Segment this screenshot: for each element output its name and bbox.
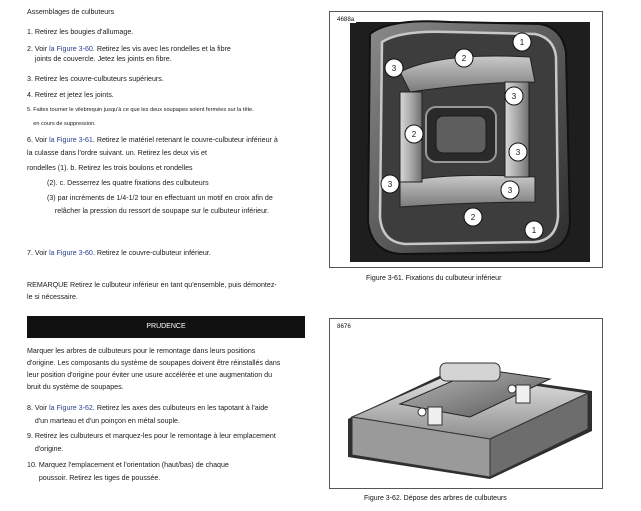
step-line: 5. Faites tourner le vilebrequin jusqu'à… bbox=[27, 107, 254, 113]
callout-label: 3 bbox=[512, 92, 517, 101]
step-line: 4. Retirez et jetez les joints. bbox=[27, 91, 114, 99]
rocker-cover-photo: 1 2 3 3 2 3 3 3 2 1 bbox=[350, 20, 590, 262]
step-line: 6. Voir la Figure 3-61. Retirez le matér… bbox=[27, 136, 278, 144]
caution-banner: PRUDENCE bbox=[27, 316, 305, 338]
figure-link[interactable]: la Figure 3-60 bbox=[49, 249, 93, 257]
figure-link[interactable]: la Figure 3-60 bbox=[49, 45, 93, 53]
callout-label: 3 bbox=[392, 64, 397, 73]
callout-label: 1 bbox=[520, 38, 525, 47]
callout-label: 2 bbox=[462, 54, 467, 63]
callout-label: 1 bbox=[532, 226, 537, 235]
figure-caption: Figure 3-61. Fixations du culbuteur infé… bbox=[366, 275, 502, 282]
step-line: 9. Retirez les culbuteurs et marquez-les… bbox=[27, 432, 276, 440]
step-line: (3) par incréments de 1/4-1/2 tour en ef… bbox=[47, 194, 273, 202]
figure-link[interactable]: la Figure 3-62 bbox=[49, 404, 93, 412]
figure-tag: 8676 bbox=[335, 323, 353, 330]
step-line: d'un marteau et d'un poinçon en métal so… bbox=[27, 417, 180, 425]
step-line: d'origine. bbox=[27, 445, 64, 453]
figure-3-62: 8676 bbox=[329, 318, 603, 489]
step-line: 1. Retirez les bougies d'allumage. bbox=[27, 28, 134, 36]
figure-link[interactable]: la Figure 3-61 bbox=[49, 136, 93, 144]
callout-label: 2 bbox=[412, 130, 417, 139]
step-line: 7. Voir la Figure 3-60. Retirez le couvr… bbox=[27, 249, 211, 257]
step-line: la culasse dans l'ordre suivant. un. Ret… bbox=[27, 149, 207, 157]
step-line: en cours de suppression. bbox=[27, 121, 96, 127]
figure-3-61: 1 2 3 3 2 3 3 3 2 1 4688a bbox=[329, 11, 603, 268]
note-line: le si nécessaire. bbox=[27, 293, 78, 301]
step-line: rondelles (1). b. Retirez les trois boul… bbox=[27, 164, 193, 172]
caution-text: bruit du système de soupapes. bbox=[27, 383, 124, 391]
step-line: relâcher la pression du ressort de soupa… bbox=[47, 207, 269, 215]
step-line: 8. Voir la Figure 3-62. Retirez les axes… bbox=[27, 404, 269, 412]
callout-label: 3 bbox=[508, 186, 513, 195]
callout-label: 3 bbox=[388, 180, 393, 189]
figure-caption: Figure 3-62. Dépose des arbres de culbut… bbox=[364, 495, 507, 502]
step-line: 2. Voir la Figure 3-60. Retirez les vis … bbox=[27, 45, 231, 53]
section-heading: Assemblages de culbuteurs bbox=[27, 8, 115, 16]
figure-tag: 4688a bbox=[335, 16, 357, 23]
note-line: REMARQUE Retirez le culbuteur inférieur … bbox=[27, 281, 277, 289]
caution-text: d'origine. Les composants du système de … bbox=[27, 359, 281, 367]
step-line: (2). c. Desserrez les quatre fixations d… bbox=[47, 179, 209, 187]
step-line: joints de couvercle. Jetez les joints en… bbox=[27, 55, 172, 63]
rocker-shaft-photo bbox=[348, 362, 592, 479]
callout-label: 2 bbox=[471, 213, 476, 222]
callout-label: 3 bbox=[516, 148, 521, 157]
caution-text: Marquer les arbres de culbuteurs pour le… bbox=[27, 347, 256, 355]
step-line: 10. Marquez l'emplacement et l'orientati… bbox=[27, 461, 229, 469]
step-line: poussoir. Retirez les tiges de poussée. bbox=[27, 474, 161, 482]
caution-text: leur position d'origine pour éviter une … bbox=[27, 371, 273, 379]
step-line: 3. Retirez les couvre-culbuteurs supérie… bbox=[27, 75, 164, 83]
